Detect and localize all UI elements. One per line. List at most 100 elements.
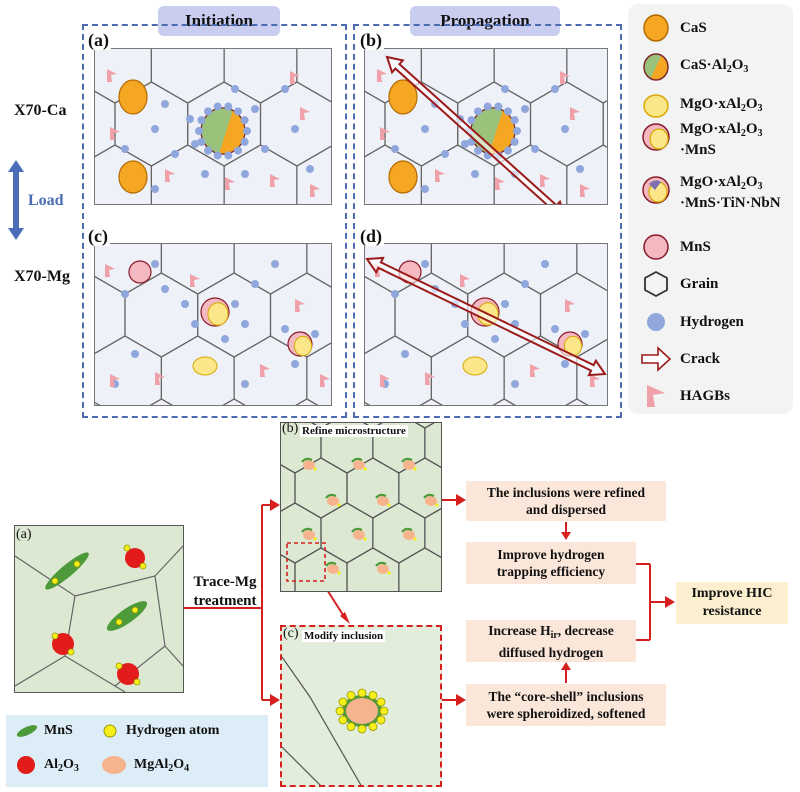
hagb-marker bbox=[155, 372, 165, 385]
hydrogen-atom bbox=[401, 350, 409, 358]
hydrogen-atom bbox=[115, 662, 123, 670]
legend-hydrogen: Hydrogen bbox=[638, 306, 744, 338]
row-label-x70-ca: X70-Ca bbox=[14, 102, 67, 119]
panel-b bbox=[364, 48, 608, 205]
hydrogen-atom bbox=[281, 325, 289, 333]
al2o3-inclusion bbox=[117, 663, 139, 685]
hydrogen-atom bbox=[337, 571, 341, 575]
grain-boundary bbox=[566, 49, 607, 104]
cas-inclusion bbox=[118, 160, 148, 194]
bottom-panel-b bbox=[280, 422, 442, 592]
hydrogen-atom bbox=[131, 606, 139, 614]
hydrogen-atom bbox=[581, 330, 589, 338]
hydrogen-atom bbox=[171, 150, 179, 158]
mns-shell bbox=[423, 493, 435, 499]
hydrogen-atom bbox=[51, 577, 59, 585]
hydrogen-atom bbox=[501, 300, 509, 308]
cas-al2o3-icon bbox=[638, 51, 674, 83]
hydrogen-atom bbox=[346, 722, 356, 731]
grain-icon bbox=[638, 268, 674, 300]
grain-boundary bbox=[295, 398, 319, 405]
grain-boundary bbox=[394, 272, 469, 358]
hydrogen-atom bbox=[291, 360, 299, 368]
mgal2o4-core bbox=[346, 698, 378, 724]
hagb-marker bbox=[570, 107, 580, 120]
flow-box-core-shell: The “core-shell” inclusions were spheroi… bbox=[466, 684, 666, 726]
crack-icon bbox=[638, 343, 674, 375]
hagb-marker bbox=[295, 299, 305, 312]
grain-boundary bbox=[149, 398, 173, 405]
hagb-marker bbox=[290, 71, 300, 84]
hydrogen-atom bbox=[241, 170, 249, 178]
hydrogen-atom bbox=[513, 127, 521, 135]
grain-boundary bbox=[296, 49, 331, 103]
grain-boundary bbox=[124, 272, 199, 358]
hydrogen-atom bbox=[291, 125, 299, 133]
mgal2o4-inclusion bbox=[353, 460, 365, 470]
legend-bottom-hydrogen: Hydrogen atom bbox=[102, 723, 219, 739]
legend-mns: MnS bbox=[638, 231, 711, 263]
grain-boundary bbox=[160, 244, 235, 295]
hydrogen-atom bbox=[421, 185, 429, 193]
hydrogen-atom bbox=[501, 85, 509, 93]
hydrogen-atom bbox=[191, 320, 199, 328]
hydrogen-atom bbox=[121, 145, 129, 153]
al2o3-inclusion bbox=[52, 633, 74, 655]
grain-boundary bbox=[424, 508, 441, 558]
hydrogen-atom bbox=[503, 107, 512, 116]
grain-boundary bbox=[602, 100, 607, 148]
hydrogen-atom bbox=[391, 290, 399, 298]
cas-inclusion bbox=[118, 79, 148, 115]
mns-inclusion bbox=[128, 260, 152, 284]
grain-boundary bbox=[150, 49, 225, 104]
hydrogen-atom bbox=[197, 116, 206, 125]
mns-shell bbox=[401, 457, 413, 463]
legend-complex: MgO·xAl2O3·MnS·TiN·NbN bbox=[638, 174, 781, 211]
grain-boundary bbox=[281, 554, 296, 591]
hydrogen-atom bbox=[73, 560, 81, 568]
grain-boundary bbox=[15, 555, 76, 687]
grain-boundary bbox=[493, 144, 568, 204]
grain-boundary bbox=[282, 746, 321, 785]
hydrogen-atom bbox=[251, 280, 259, 288]
hagb-marker bbox=[300, 107, 310, 120]
hydrogen-atom bbox=[195, 127, 203, 135]
mns-inclusion bbox=[106, 601, 148, 631]
hydrogen-atom bbox=[379, 706, 389, 716]
legend-hagbs: HAGBs bbox=[638, 380, 730, 412]
hydrogen-atom bbox=[151, 260, 159, 268]
zoom-region bbox=[286, 542, 326, 582]
hydrogen-atom bbox=[503, 146, 512, 155]
panel-c-label: (c) bbox=[86, 226, 110, 246]
hydrogen-atom bbox=[51, 632, 59, 640]
bottom-panel-b-label: (b) bbox=[282, 421, 299, 436]
mgo-al2o3-inclusion bbox=[192, 356, 218, 376]
hydrogen-atom bbox=[338, 697, 348, 707]
hagb-marker bbox=[590, 374, 600, 387]
grain-boundary bbox=[372, 502, 426, 564]
hydrogen-atom bbox=[241, 380, 249, 388]
hydrogen-atom bbox=[413, 537, 417, 541]
panel-a bbox=[94, 48, 332, 205]
mns-icon bbox=[638, 231, 674, 263]
hydrogen-atom bbox=[494, 102, 503, 111]
hagb-marker bbox=[190, 274, 200, 287]
cas-icon bbox=[638, 12, 674, 44]
hydrogen-atom bbox=[181, 300, 189, 308]
hydrogen-atom bbox=[551, 325, 559, 333]
grain-boundary bbox=[503, 244, 578, 295]
hydrogen-atom bbox=[483, 102, 492, 111]
hagb-icon bbox=[638, 380, 674, 412]
hydrogen-atom bbox=[241, 320, 249, 328]
panel-d bbox=[364, 243, 608, 406]
hydrogen-atom bbox=[67, 648, 75, 656]
hagb-marker bbox=[495, 177, 505, 190]
mgal2o4-icon bbox=[102, 756, 126, 774]
bottom-panel-c bbox=[280, 625, 442, 787]
load-label: Load bbox=[28, 192, 64, 209]
hagb-marker bbox=[110, 374, 120, 387]
mns-shell bbox=[401, 527, 413, 533]
hydrogen-atom bbox=[161, 285, 169, 293]
mgal2o4-inclusion bbox=[377, 496, 389, 506]
bottom-panel-a bbox=[14, 525, 184, 693]
